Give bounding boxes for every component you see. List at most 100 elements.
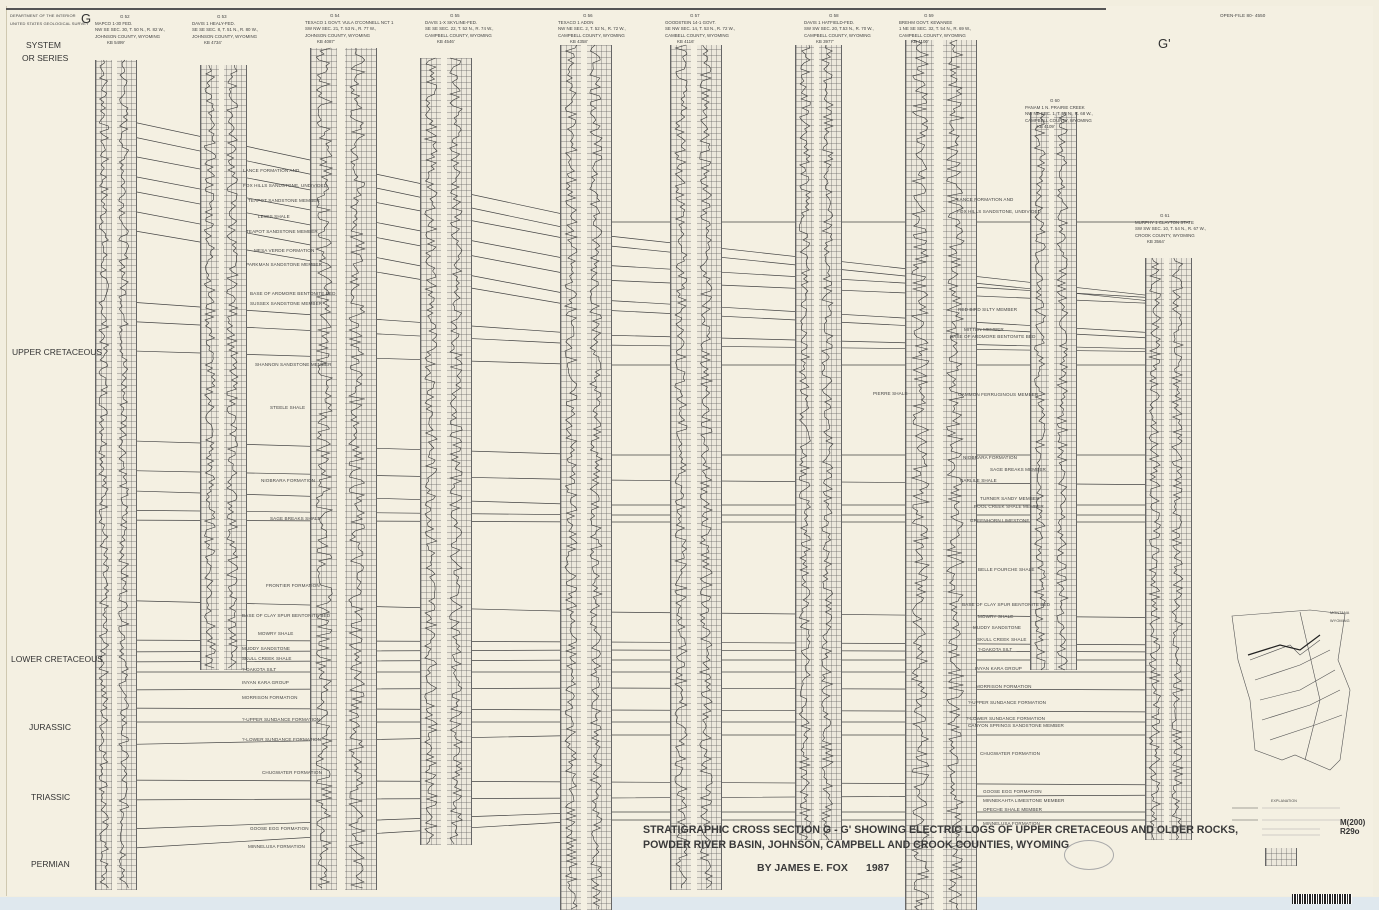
well-id: G 53: [217, 14, 227, 19]
well-kb-elevation: KB 4087': [317, 39, 335, 45]
formation-label: CANYON SPRINGS SANDSTONE MEMBER: [968, 723, 1064, 728]
system-lower-cretaceous: LOWER CRETACEOUS: [11, 654, 103, 664]
formation-label: FOX HILLS SANDSTONE, UNDIVIDED: [243, 183, 328, 188]
log-curve: [910, 39, 930, 910]
formation-label: MESA VERDE FORMATION: [254, 248, 315, 253]
log-curve: [315, 47, 334, 889]
well-id: G 61: [1160, 213, 1170, 218]
formation-label: BELLE FOURCHE SHALE: [978, 567, 1035, 572]
formation-label: ?-UPPER SUNDANCE FORMATION: [242, 717, 321, 722]
formation-label: MINNEKAHTA LIMESTONE MEMBER: [983, 798, 1065, 803]
well-location: SW NW SEC. 21, T. 53 N., R. 77 W.,: [305, 26, 377, 32]
well-name: DAVIS 1-X SKYLINE-FED.: [425, 19, 478, 25]
well-name: GOODSTEIN 14-1 GOVT.: [665, 19, 716, 25]
formation-label: ?-DAKOTA SILT: [242, 667, 277, 672]
well-kb-elevation: KB 3564': [1147, 239, 1165, 245]
formation-label: FRONTIER FORMATION: [266, 583, 320, 588]
system-label: SYSTEM: [26, 40, 61, 50]
well-location: SW SW SEC. 10, T. 54 N., R. 67 W.,: [1135, 226, 1206, 232]
formation-label: GOOSE EGG FORMATION: [250, 826, 309, 831]
log-curve: [449, 57, 463, 845]
log-curve: [1171, 257, 1185, 841]
well-location: NW NE SEC. 1, T. 54 N., R. 68 W.,: [1025, 111, 1093, 117]
explanation-heading: EXPLANATION: [1271, 799, 1297, 803]
formation-label: SUSSEX SANDSTONE MEMBER: [250, 301, 323, 306]
formation-label: MOWRY SHALE: [978, 614, 1014, 619]
well-name: DAVIS 1 HATFIELD-FED.: [804, 19, 855, 25]
log-curve: [820, 44, 834, 841]
section-end-label: G': [1158, 36, 1171, 51]
open-file-number: OPEN-FILE 80- 4550: [1220, 13, 1266, 18]
log-depth-track: [218, 65, 225, 670]
formation-label: PIERRE SHALE: [873, 391, 908, 396]
log-curve: [945, 39, 965, 910]
well-county: JOHNSON COUNTY, WYOMING: [192, 33, 258, 39]
well-kb-elevation: KB 3977': [816, 39, 834, 45]
well-id: G 57: [690, 13, 700, 18]
formation-label: BASE OF CLAY SPUR BENTONITE BED: [242, 613, 331, 618]
log-curve: [674, 44, 688, 889]
log-depth-track: [581, 45, 587, 910]
well-kb-elevation: KB 4109': [1037, 124, 1055, 130]
top-border: [6, 8, 1106, 10]
log-curve: [1148, 257, 1162, 841]
formation-label: TEAPOT SANDSTONE MEMBER: [246, 229, 318, 234]
well-county: CAMBELL COUNTY, WYOMING: [665, 32, 729, 38]
formation-label: MOWRY SHALE: [258, 631, 294, 636]
log-curve: [423, 57, 439, 845]
well-location: SE NW SEC. 14, T. 53 N., R. 72 W.,: [665, 26, 735, 32]
sample-log-legend: [1265, 848, 1297, 866]
publication-year: 1987: [866, 862, 890, 874]
log-curve: [589, 44, 603, 910]
well-id: G 60: [1050, 98, 1060, 103]
well-name: TEXACO 1 ADON: [558, 19, 594, 25]
system-upper-cretaceous: UPPER CRETACEOUS: [12, 347, 103, 357]
well-county: JOHNSON COUNTY, WYOMING: [95, 33, 161, 39]
system-jurassic: JURASSIC: [29, 722, 72, 732]
system-triassic: TRIASSIC: [31, 792, 71, 802]
catalog-number: M(200)R29o: [1340, 818, 1365, 836]
formation-label: TURNER SANDY MEMBER: [980, 496, 1040, 501]
well-location: SE SE SEC. 22, T. 52 N., R. 74 W.,: [425, 26, 494, 32]
formation-label: GREENHORN LIMESTONE: [970, 518, 1030, 523]
log-curve: [698, 44, 714, 889]
log-curve: [563, 44, 578, 910]
library-stamp: [1064, 840, 1114, 870]
log-depth-track: [813, 45, 820, 840]
well-location: SW SW SEC. 20, T.53 N., R. 70 W.,: [804, 26, 874, 32]
agency-line-1: DEPARTMENT OF THE INTERIOR: [10, 13, 76, 18]
formation-label: SAGE BREAKS SHALE: [270, 516, 321, 521]
formation-label: SKULL CREEK SHALE: [242, 656, 292, 661]
formation-label: NIOBRARA FORMATION: [963, 455, 1018, 460]
formation-label: TEAPOT SANDSTONE MEMBER: [248, 198, 320, 203]
formation-label: SAGE BREAKS MEMBER: [990, 467, 1046, 472]
well-kb-elevation: KB 4734': [204, 40, 222, 46]
log-curve: [226, 64, 239, 669]
well-kb-elevation: KB 4546': [437, 39, 455, 45]
log-curve: [798, 44, 812, 841]
well-county: CAMPBELL COUNTY, WYOMING: [804, 32, 871, 38]
barcode: [1292, 894, 1352, 904]
formation-label: INYAN KARA GROUP: [975, 666, 1022, 671]
well-name: DAVIS 1 HEALY-FED.: [192, 20, 235, 26]
well-id: G 52: [120, 14, 130, 19]
log-depth-track: [1048, 112, 1055, 670]
well-county: CAMPBELL COUNTY, WYOMING: [425, 32, 492, 38]
well-county: CAMPBELL COUNTY, WYOMING: [1025, 117, 1092, 123]
well-name: TEXACO 1 GOVT. VULA O'CONNELL NCT 1: [305, 19, 394, 25]
author: BY JAMES E. FOX: [757, 862, 848, 874]
log-curve: [118, 59, 130, 889]
formation-label: MINNELUSA FORMATION: [983, 821, 1040, 826]
log-depth-track: [441, 58, 447, 845]
formation-label: MORRISON FORMATION: [242, 695, 298, 700]
well-county: CROOK COUNTY, WYOMING: [1135, 232, 1195, 238]
formation-label: LANCE FORMATION AND: [243, 168, 300, 173]
formation-label: INYAN KARA GROUP: [242, 680, 289, 685]
well-location: 1 NE SE SEC. 32, T. 54 N., R. 69 W.,: [899, 26, 972, 32]
viewer-bottom-strip: [0, 897, 1379, 910]
